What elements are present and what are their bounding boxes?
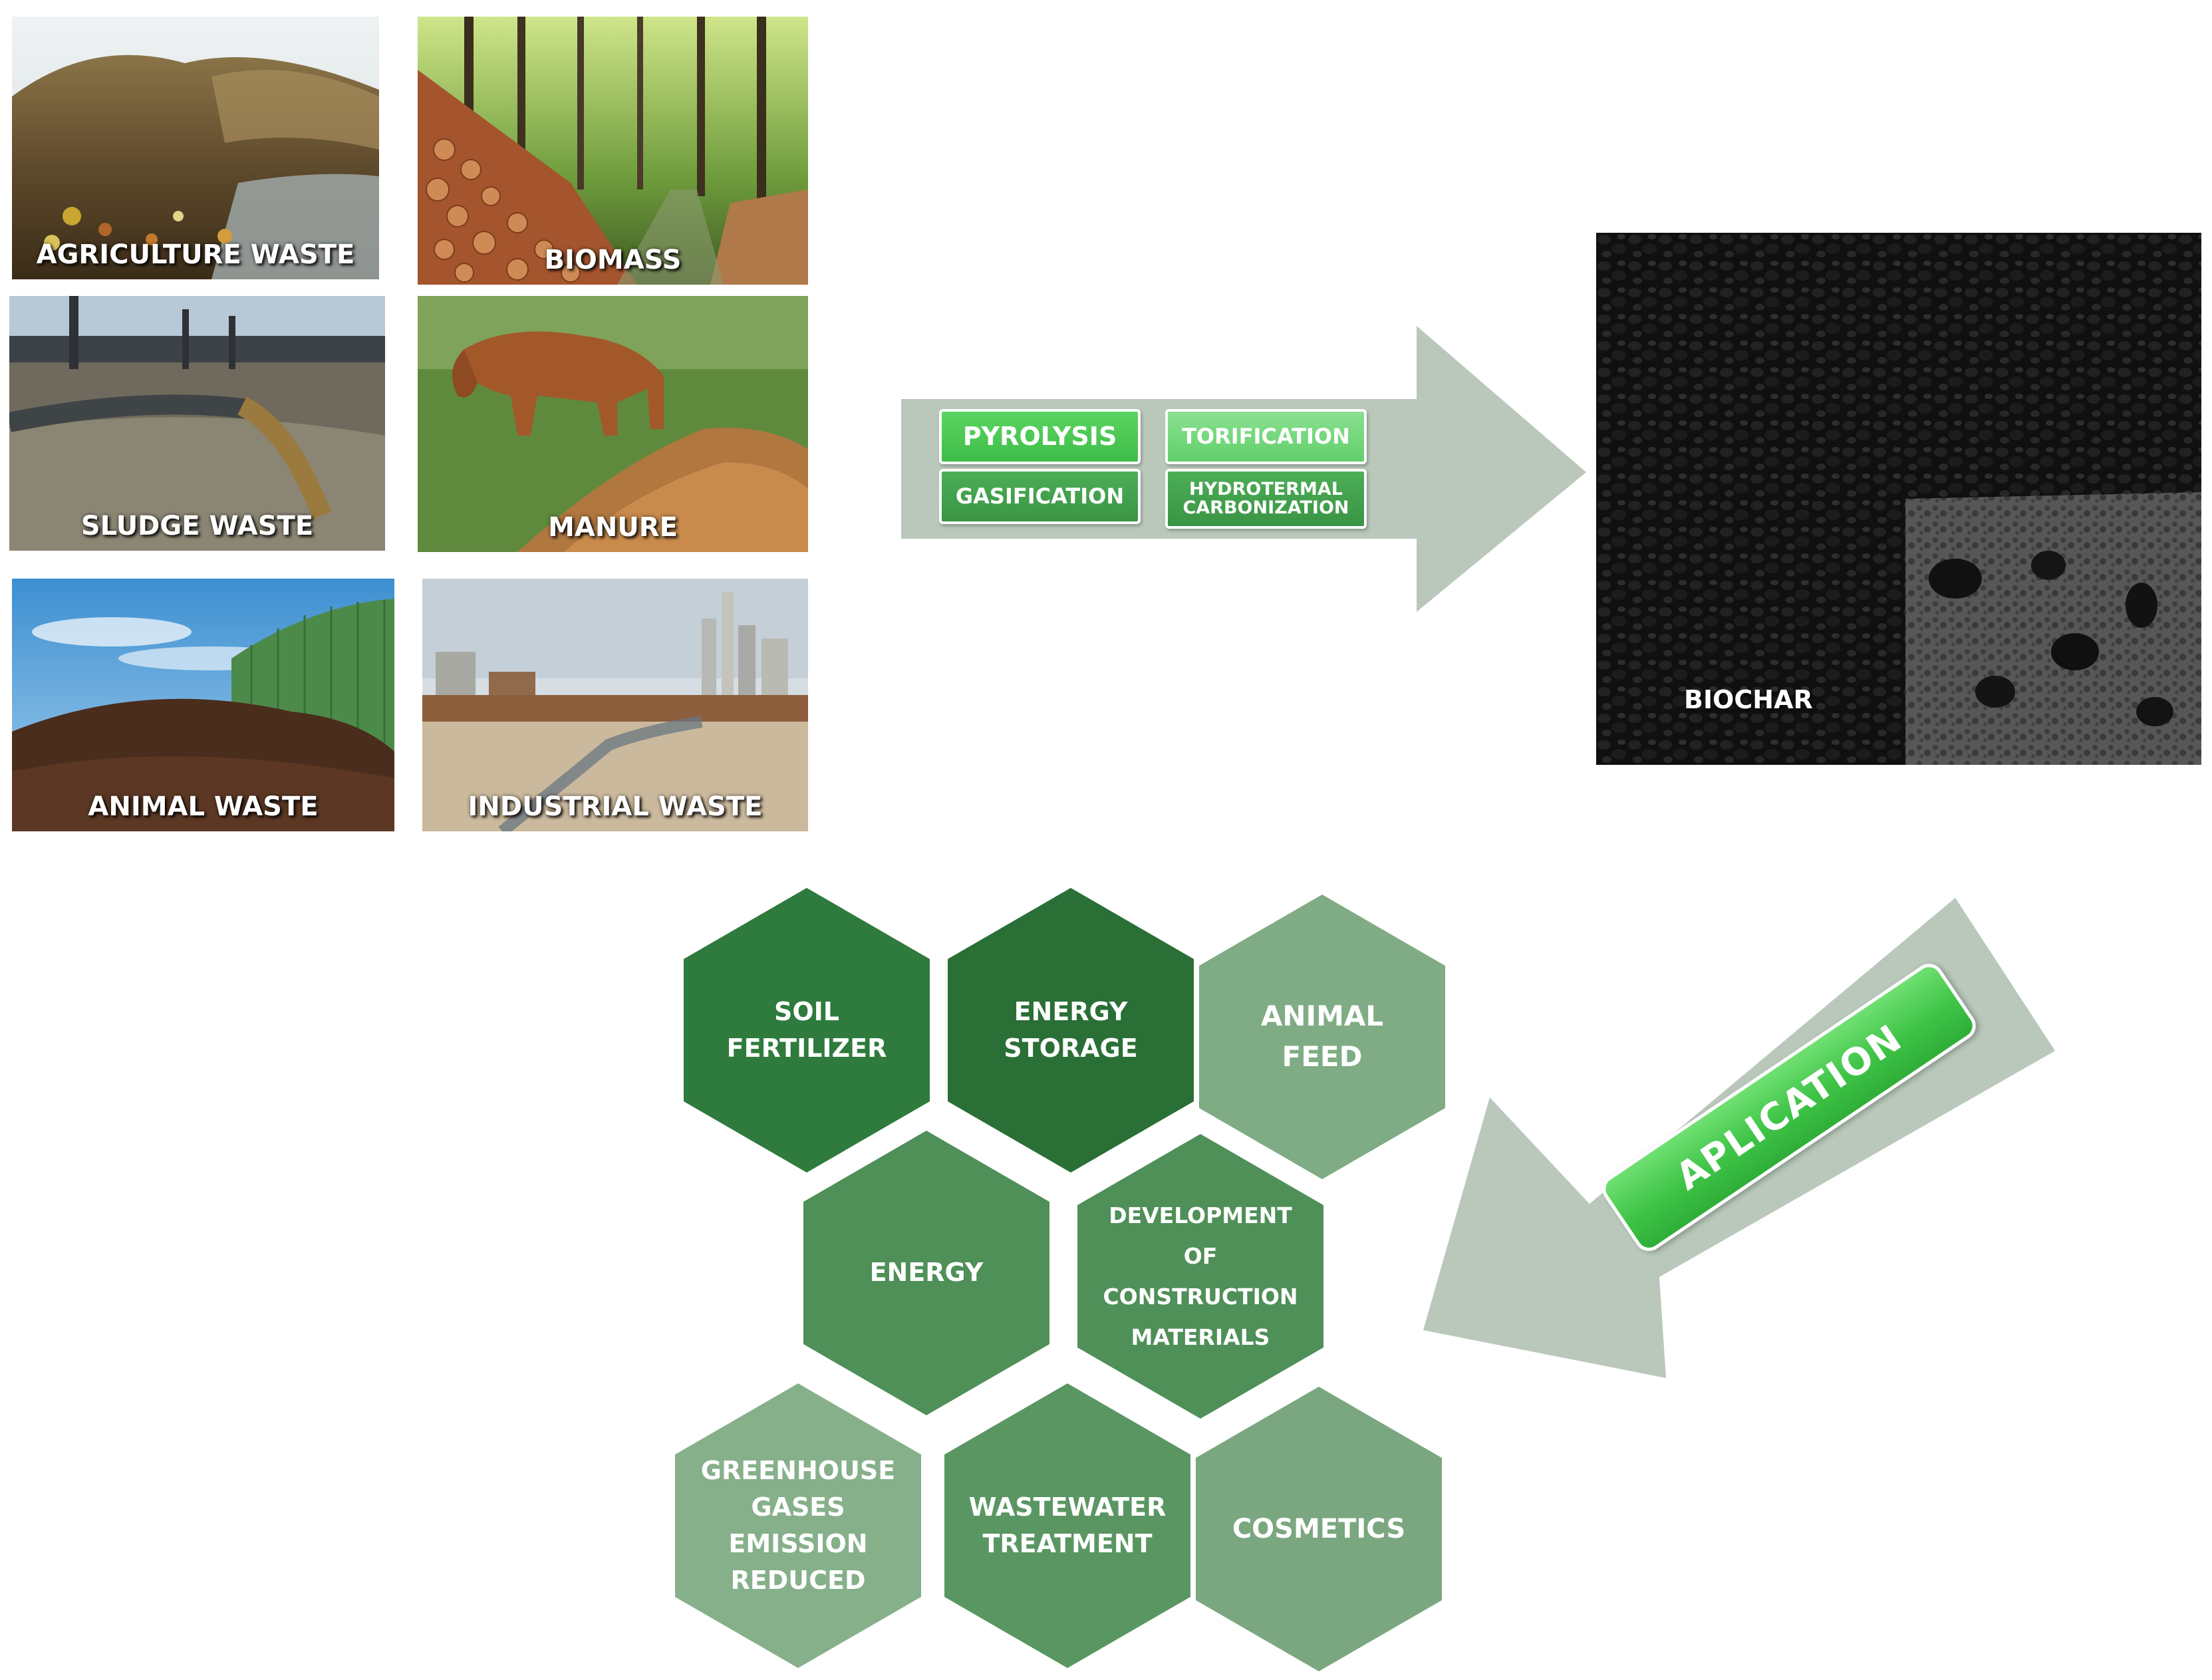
hex-wastewater-treatment: WASTEWATER TREATMENT [944, 1383, 1190, 1668]
industrial-waste-photo [422, 579, 808, 831]
application-label: ENERGY STORAGE [1004, 996, 1138, 1063]
biochar-image: BIOCHAR [1596, 233, 2201, 765]
hydrothermal-carbonization-box: HYDROTERMAL CARBONIZATION [1165, 469, 1367, 529]
tile-manure: MANURE [418, 296, 808, 552]
pyrolysis-label: PYROLYSIS [962, 421, 1117, 451]
tile-industrial-waste: INDUSTRIAL WASTE [422, 579, 808, 831]
source-label: MANURE [548, 512, 678, 543]
source-label: SLUDGE WASTE [80, 511, 314, 541]
application-label: GREENHOUSE GASES EMISSION REDUCED [700, 1455, 896, 1596]
torification-box: TORIFICATION [1165, 409, 1367, 464]
torification-label: TORIFICATION [1182, 423, 1350, 449]
application-label: SOIL FERTILIZER [726, 996, 887, 1063]
hydrothermal-carbonization-label: HYDROTERMAL CARBONIZATION [1182, 478, 1349, 518]
hex-animal-feed: ANIMAL FEED [1199, 895, 1445, 1179]
hex-greenhouse-gases: GREENHOUSE GASES EMISSION REDUCED [675, 1383, 921, 1668]
hex-construction-materials: DEVELOPMENT OF CONSTRUCTION MATERIALS [1077, 1134, 1323, 1419]
hex-energy-storage: ENERGY STORAGE [948, 888, 1194, 1173]
source-label: AGRICULTURE WASTE [36, 239, 355, 270]
application-label: WASTEWATER TREATMENT [968, 1492, 1167, 1558]
pyrolysis-box: PYROLYSIS [939, 409, 1141, 464]
sludge-waste-photo [9, 296, 385, 551]
tile-animal-waste: ANIMAL WASTE [12, 579, 394, 831]
gasification-box: GASIFICATION [939, 469, 1141, 524]
animal-waste-photo [12, 579, 394, 831]
gasification-label: GASIFICATION [955, 483, 1125, 509]
source-label: INDUSTRIAL WASTE [468, 791, 763, 822]
hex-energy: ENERGY [803, 1131, 1049, 1415]
application-label: DEVELOPMENT OF CONSTRUCTION MATERIALS [1103, 1202, 1298, 1351]
application-label: ANIMAL FEED [1260, 1000, 1384, 1073]
tile-sludge-waste: SLUDGE WASTE [9, 296, 385, 551]
application-label: COSMETICS [1232, 1514, 1406, 1544]
biomass-photo [418, 17, 808, 285]
manure-photo [418, 296, 808, 552]
hex-soil-fertilizer: SOIL FERTILIZER [684, 888, 930, 1173]
tile-biomass: BIOMASS [418, 17, 808, 285]
biochar-photo [1596, 233, 2201, 765]
hex-cosmetics: COSMETICS [1196, 1387, 1442, 1671]
agriculture-waste-photo [12, 17, 379, 279]
source-label: BIOMASS [544, 245, 682, 275]
source-label: ANIMAL WASTE [88, 791, 319, 822]
biochar-label: BIOCHAR [1684, 685, 1813, 714]
tile-agriculture-waste: AGRICULTURE WASTE [12, 17, 379, 279]
application-label: ENERGY [869, 1258, 984, 1288]
